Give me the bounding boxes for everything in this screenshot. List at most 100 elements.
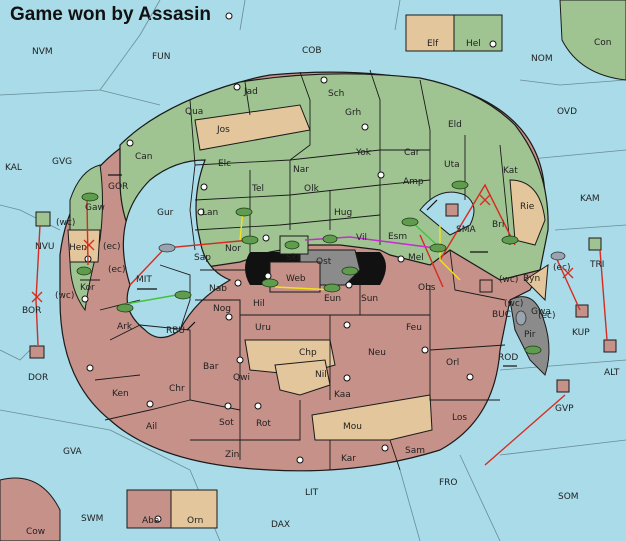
dor-square — [29, 345, 45, 359]
svg-text:Gur: Gur — [157, 208, 174, 218]
svg-text:Esm: Esm — [388, 232, 407, 242]
corner-con — [559, 0, 626, 81]
svg-text:(wc): (wc) — [499, 275, 518, 285]
svg-text:Tel: Tel — [251, 184, 264, 194]
svg-text:KAM: KAM — [580, 194, 600, 204]
svg-text:Kat: Kat — [503, 166, 518, 176]
svg-text:GVA: GVA — [63, 447, 83, 457]
box-elf — [405, 14, 455, 52]
svg-text:RBU: RBU — [166, 326, 185, 336]
tan-rie — [509, 179, 546, 246]
tan-nil — [274, 359, 331, 396]
svg-text:Nab: Nab — [209, 284, 227, 294]
svg-text:Zin: Zin — [225, 450, 239, 460]
svg-text:LIT: LIT — [305, 488, 319, 498]
svg-text:GVP: GVP — [555, 404, 574, 414]
svg-text:Vil: Vil — [356, 233, 367, 243]
buc-square — [479, 279, 493, 293]
svg-text:GVG: GVG — [52, 157, 72, 167]
svg-text:Sch: Sch — [328, 89, 344, 99]
svg-text:Nil: Nil — [315, 370, 327, 380]
svg-text:OVD: OVD — [557, 107, 577, 117]
svg-text:SOM: SOM — [558, 492, 579, 502]
svg-text:Nog: Nog — [213, 304, 231, 314]
svg-text:Mou: Mou — [343, 422, 362, 432]
tan-mou — [311, 394, 433, 441]
svg-text:(wc): (wc) — [55, 291, 74, 301]
svg-text:Eun: Eun — [324, 294, 341, 304]
army-units — [76, 180, 542, 355]
supply-centers — [81, 12, 497, 523]
svg-text:Elf: Elf — [427, 39, 439, 49]
svg-text:Elc: Elc — [218, 159, 231, 169]
svg-text:Jos: Jos — [216, 125, 230, 135]
svg-text:Orn: Orn — [187, 516, 203, 526]
svg-text:Sam: Sam — [405, 446, 425, 456]
svg-text:Feu: Feu — [406, 323, 422, 333]
svg-text:Sot: Sot — [219, 418, 234, 428]
svg-text:Ail: Ail — [146, 422, 157, 432]
svg-text:(wc): (wc) — [504, 299, 523, 309]
corner-cow — [0, 477, 61, 541]
svg-text:FUN: FUN — [152, 52, 171, 62]
svg-text:Bri: Bri — [492, 220, 504, 230]
box-orn — [170, 489, 218, 529]
svg-text:ALT: ALT — [604, 368, 620, 378]
svg-text:COB: COB — [302, 46, 322, 56]
svg-text:Lan: Lan — [202, 208, 218, 218]
svg-text:Sun: Sun — [361, 294, 378, 304]
svg-text:KAL: KAL — [5, 163, 22, 173]
svg-text:Rot: Rot — [256, 419, 271, 429]
svg-text:ROD: ROD — [498, 353, 518, 363]
svg-text:Olk: Olk — [304, 184, 320, 194]
svg-text:Mel: Mel — [408, 253, 424, 263]
svg-text:TRI: TRI — [589, 260, 604, 270]
svg-text:Aba: Aba — [142, 516, 159, 526]
svg-text:Ken: Ken — [112, 389, 129, 399]
svg-text:BOR: BOR — [22, 306, 41, 316]
svg-text:(ec): (ec) — [103, 242, 121, 252]
svg-text:Web: Web — [286, 274, 306, 284]
svg-text:Neu: Neu — [368, 348, 386, 358]
svg-text:Byn: Byn — [523, 274, 540, 284]
svg-text:GOR: GOR — [108, 182, 128, 192]
province-borders — [80, 69, 511, 471]
svg-text:(ec): (ec) — [553, 263, 571, 273]
sma-square — [445, 203, 459, 217]
tan-hen — [67, 229, 101, 263]
gvg-square — [35, 211, 51, 227]
svg-text:DAX: DAX — [271, 520, 290, 530]
svg-text:Gwa: Gwa — [531, 307, 551, 317]
svg-text:Gaw: Gaw — [85, 203, 105, 213]
svg-text:Hug: Hug — [334, 208, 352, 218]
svg-text:Amp: Amp — [403, 177, 424, 187]
svg-text:Ost: Ost — [316, 257, 332, 267]
svg-text:Qua: Qua — [185, 107, 203, 117]
svg-text:MIT: MIT — [136, 275, 152, 285]
svg-text:FRO: FRO — [439, 478, 458, 488]
strait-markers — [108, 174, 517, 367]
svg-text:Uru: Uru — [255, 323, 271, 333]
svg-text:Hil: Hil — [253, 299, 265, 309]
svg-text:Skr: Skr — [286, 253, 301, 263]
svg-text:Qwi: Qwi — [233, 373, 250, 383]
svg-text:Pir: Pir — [524, 330, 536, 340]
svg-text:NVM: NVM — [32, 47, 53, 57]
svg-text:Orl: Orl — [446, 358, 459, 368]
svg-text:SWM: SWM — [81, 514, 103, 524]
inner-sea — [122, 159, 232, 339]
svg-text:NVU: NVU — [35, 242, 54, 252]
fleet-units — [158, 243, 566, 326]
svg-text:Jad: Jad — [243, 87, 258, 97]
svg-text:Yok: Yok — [355, 148, 372, 158]
svg-text:Kor: Kor — [80, 283, 95, 293]
alt-square — [603, 339, 617, 353]
svg-text:Kaa: Kaa — [334, 390, 351, 400]
svg-text:(ec): (ec) — [108, 265, 126, 275]
svg-text:(wc): (wc) — [56, 218, 75, 228]
svg-text:Ark: Ark — [117, 322, 133, 332]
